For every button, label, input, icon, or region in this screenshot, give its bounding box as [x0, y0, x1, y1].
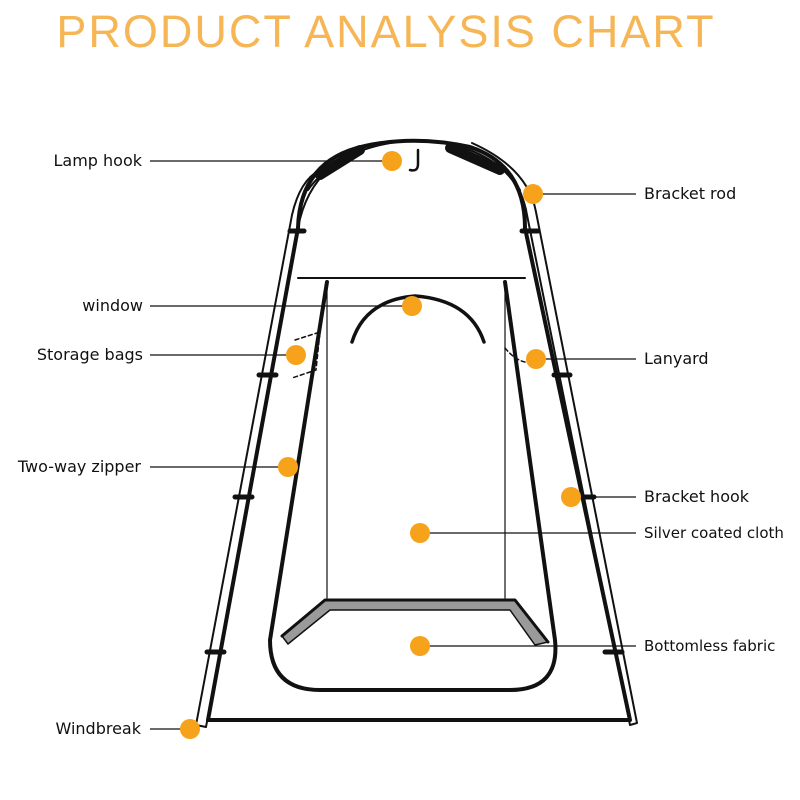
marker-storage-bags: [286, 345, 306, 365]
page-title: PRODUCT ANALYSIS CHART: [56, 6, 716, 57]
markers: [180, 151, 581, 739]
marker-lanyard: [526, 349, 546, 369]
tent-storage-bag: [291, 331, 321, 379]
tent-door: [268, 280, 558, 692]
label-windbreak: Windbreak: [55, 719, 141, 738]
label-lamp-hook: Lamp hook: [53, 151, 142, 170]
tent-body: [206, 226, 632, 722]
tent-pole-clips: [204, 228, 625, 655]
marker-bottomless-fabric: [410, 636, 430, 656]
label-bracket-rod: Bracket rod: [644, 184, 737, 203]
label-lanyard: Lanyard: [644, 349, 709, 368]
label-window: window: [82, 296, 143, 315]
marker-two-way-zipper: [278, 457, 298, 477]
marker-lamp-hook: [382, 151, 402, 171]
marker-windbreak: [180, 719, 200, 739]
marker-window: [402, 296, 422, 316]
label-bracket-hook: Bracket hook: [644, 487, 750, 506]
tent-window: [350, 294, 486, 344]
marker-silver-coated-cloth: [410, 523, 430, 543]
leader-lines: [150, 160, 636, 730]
label-bottomless-fabric: Bottomless fabric: [644, 637, 776, 655]
tent-lamp-hook: [408, 148, 420, 172]
marker-bracket-hook: [561, 487, 581, 507]
label-two-way-zipper: Two-way zipper: [17, 457, 141, 476]
tent-left-pole: [195, 167, 331, 728]
tent-lanyard: [504, 347, 526, 363]
tent-drawing: [195, 138, 638, 728]
label-silver-coated-cloth: Silver coated cloth: [644, 524, 784, 542]
label-storage-bags: Storage bags: [36, 345, 143, 364]
marker-bracket-rod: [523, 184, 543, 204]
